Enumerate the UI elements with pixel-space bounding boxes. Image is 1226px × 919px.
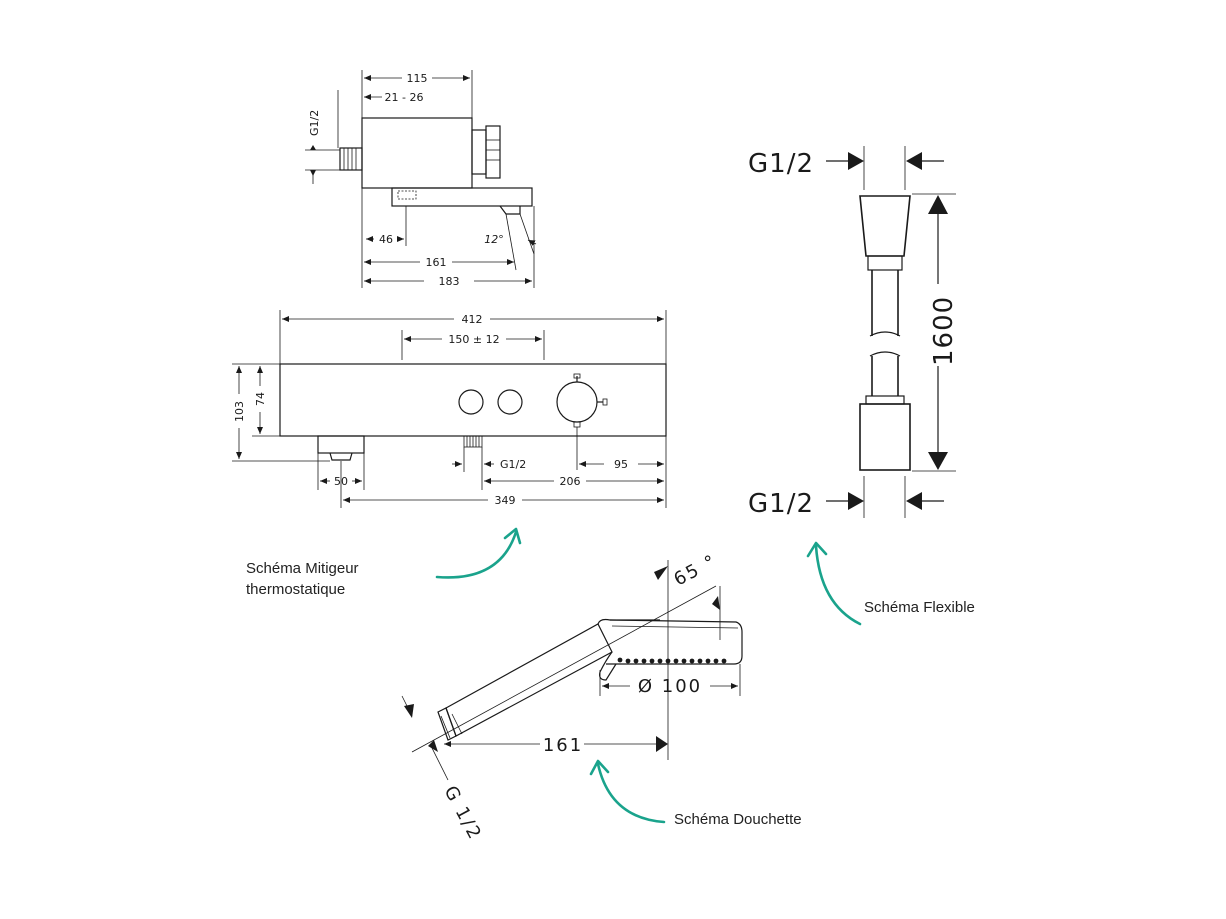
dim-349: 349 xyxy=(495,494,516,507)
dim-46: 46 xyxy=(379,233,393,246)
pointer-arrow-icon xyxy=(435,530,518,579)
dim-g12-side: G1/2 xyxy=(308,110,321,136)
dim-74: 74 xyxy=(254,392,267,406)
dim-1600: 1600 xyxy=(929,296,959,366)
label-handshower: Schéma Douchette xyxy=(589,759,802,828)
dim-g12-hose-bottom: G1/2 xyxy=(748,489,814,519)
dim-21-26: 21 - 26 xyxy=(385,91,424,104)
mixer-side-view: 115 21 - 26 G1/2 46 12° 161 183 xyxy=(305,70,537,288)
dim-206: 206 xyxy=(560,475,581,488)
label-mixer: Schéma Mitigeur thermostatique xyxy=(246,527,522,598)
label-mixer-line1: Schéma Mitigeur xyxy=(246,560,359,577)
label-hose-text: Schéma Flexible xyxy=(864,599,975,616)
label-handshower-text: Schéma Douchette xyxy=(674,811,802,828)
dim-150: 150 ± 12 xyxy=(448,333,499,346)
label-mixer-line2: thermostatique xyxy=(246,581,345,598)
handshower-view: 65 ° Ø 100 161 G 1/2 xyxy=(401,550,743,844)
pointer-arrow-icon xyxy=(814,544,862,626)
dim-115: 115 xyxy=(407,72,428,85)
hose-view: G1/2 1600 G1/2 xyxy=(748,146,959,519)
button-2-icon xyxy=(497,389,523,415)
dim-161-side: 161 xyxy=(426,256,447,269)
dim-103: 103 xyxy=(233,401,246,422)
thermostat-knob-icon xyxy=(556,381,598,423)
spray-nozzles-icon xyxy=(617,657,727,664)
dim-161-shower: 161 xyxy=(543,735,583,756)
pointer-arrow-icon xyxy=(596,762,666,824)
dim-412: 412 xyxy=(462,313,483,326)
dim-g12-front: G1/2 xyxy=(500,458,526,471)
dim-95: 95 xyxy=(614,458,628,471)
button-1-icon xyxy=(458,389,484,415)
dim-183: 183 xyxy=(439,275,460,288)
dim-g12-hose-top: G1/2 xyxy=(748,149,814,179)
dim-diameter-100: Ø 100 xyxy=(638,676,702,697)
label-hose: Schéma Flexible xyxy=(806,541,975,626)
dim-65-deg: 65 ° xyxy=(670,550,720,590)
mixer-front-view: 412 150 ± 12 103 74 G1/2 95 50 xyxy=(232,310,667,508)
dim-12-deg: 12° xyxy=(484,233,504,246)
dim-g12-shower: G 1/2 xyxy=(440,782,486,844)
